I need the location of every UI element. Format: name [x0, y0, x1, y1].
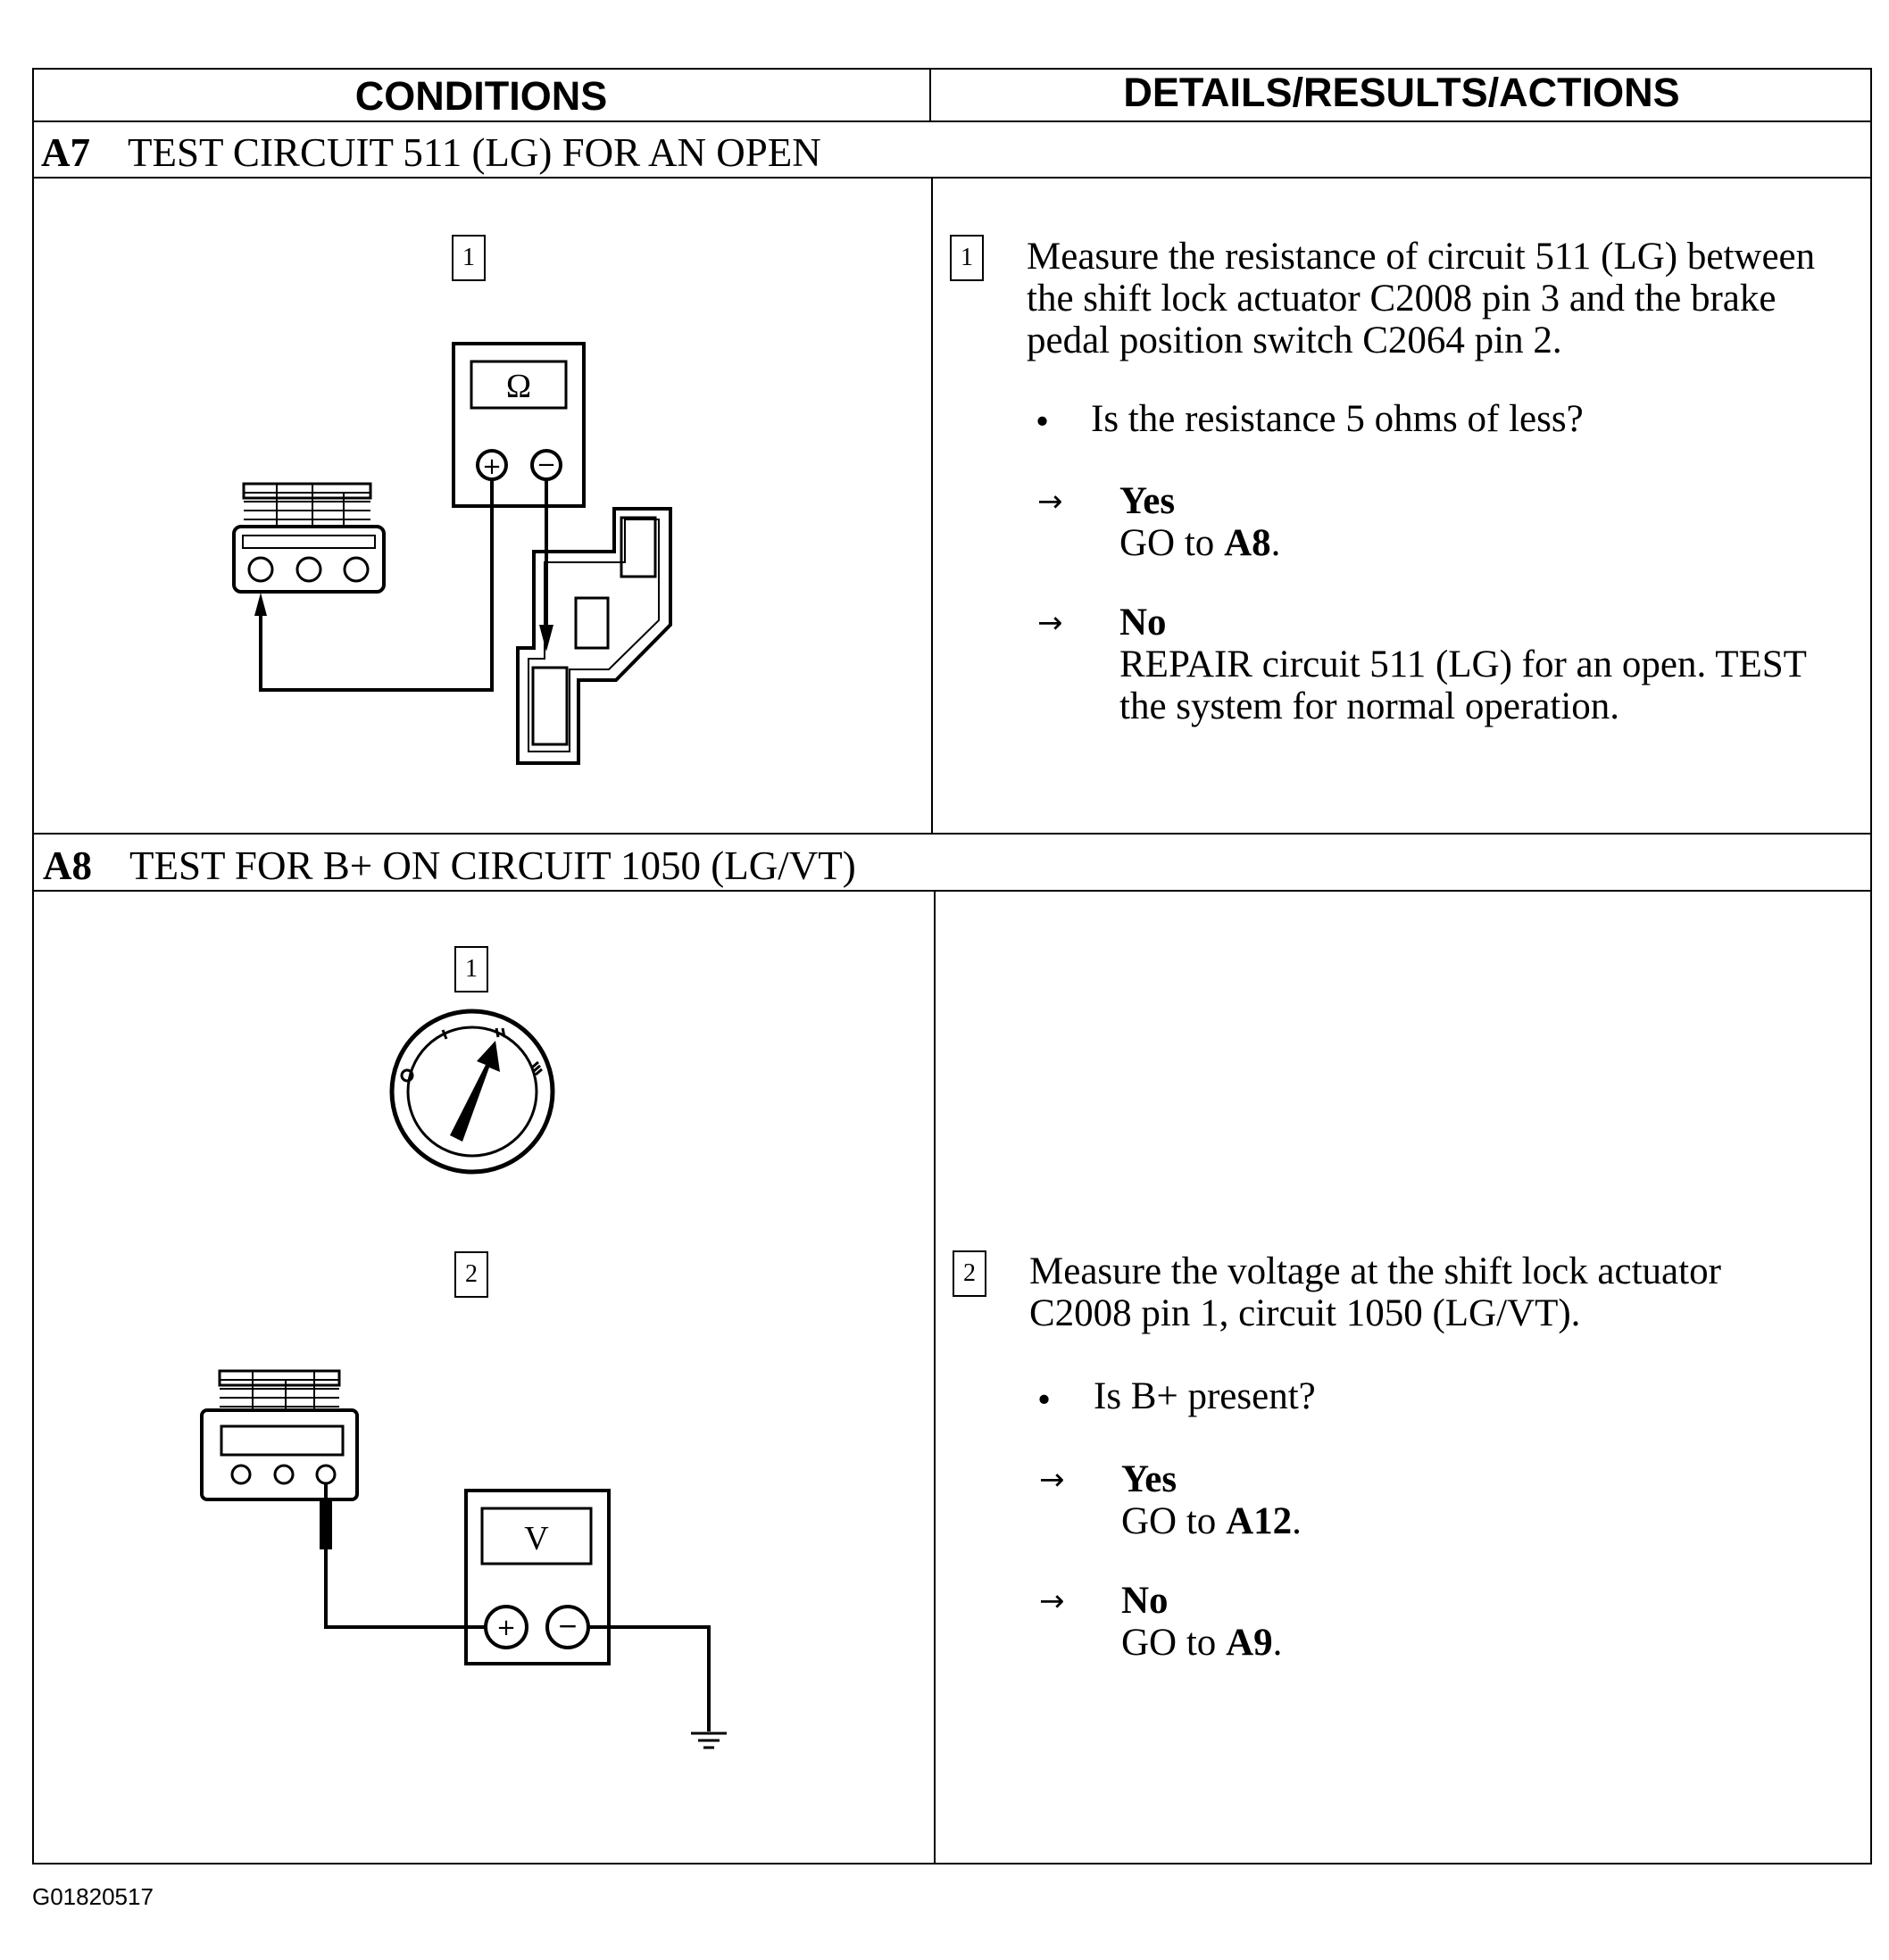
- diagnostic-table: [32, 68, 1872, 1864]
- a7-answer-yes: Yes GO to A8.: [1119, 480, 1852, 564]
- a7-bottom-rule: [32, 833, 1872, 835]
- svg-text:−: −: [557, 1611, 578, 1640]
- arrow-icon: →: [1037, 484, 1063, 519]
- header-bottom-rule: [32, 120, 1872, 122]
- a8-question: Is B+ present?: [1094, 1375, 1316, 1417]
- a7-answer-no: No REPAIR circuit 511 (LG) for an open. …: [1119, 602, 1852, 727]
- a8-answer-no: No GO to A9.: [1121, 1580, 1835, 1664]
- a7-step-1-box-right: 1: [950, 235, 984, 281]
- a8-title-bottom-rule: [32, 890, 1872, 892]
- answer-label: No: [1121, 1580, 1169, 1622]
- a8-answer-yes: Yes GO to A12.: [1121, 1458, 1835, 1542]
- section-id: A7: [41, 130, 90, 175]
- answer-action: REPAIR circuit 511 (LG) for an open. TES…: [1119, 644, 1807, 727]
- a7-step-1-instruction: Measure the resistance of circuit 511 (L…: [1027, 236, 1816, 361]
- a7-step-1-box-left: 1: [452, 235, 486, 281]
- section-title: TEST CIRCUIT 511 (LG) FOR AN OPEN: [128, 130, 821, 175]
- answer-action: GO to: [1121, 1622, 1227, 1664]
- details-header: DETAILS/RESULTS/ACTIONS: [1123, 70, 1680, 115]
- section-title-a7: A7 TEST CIRCUIT 511 (LG) FOR AN OPEN: [41, 129, 821, 176]
- conditions-header: CONDITIONS: [354, 73, 608, 119]
- bullet-icon: •: [1036, 401, 1050, 443]
- section-title-a8: A8 TEST FOR B+ ON CIRCUIT 1050 (LG/VT): [43, 843, 856, 889]
- a7-title-bottom-rule: [32, 177, 1872, 179]
- a8-step-1-box-left: 1: [454, 946, 488, 992]
- meter-symbol-volt: V: [524, 1520, 549, 1557]
- figure-code: G01820517: [32, 1883, 154, 1910]
- a7-question: Is the resistance 5 ohms of less?: [1091, 398, 1584, 440]
- a8-step-2-box-left: 2: [454, 1251, 488, 1298]
- answer-action: GO to: [1119, 522, 1225, 564]
- answer-target: A9: [1226, 1622, 1273, 1664]
- answer-label: Yes: [1119, 480, 1176, 522]
- answer-target: A8: [1224, 522, 1271, 564]
- answer-label: No: [1119, 602, 1167, 644]
- bullet-icon: •: [1037, 1379, 1052, 1421]
- a8-step-2-instruction: Measure the voltage at the shift lock ac…: [1029, 1250, 1721, 1334]
- column-divider-header: [929, 68, 931, 121]
- answer-label: Yes: [1121, 1458, 1178, 1500]
- section-id: A8: [43, 843, 92, 888]
- svg-text:+: +: [496, 1615, 516, 1641]
- svg-text:+: +: [482, 453, 502, 480]
- column-divider-a7: [931, 177, 933, 834]
- column-divider-a8: [934, 890, 936, 1864]
- answer-target: A12: [1226, 1500, 1293, 1542]
- arrow-icon: →: [1039, 1583, 1065, 1619]
- arrow-icon: →: [1037, 605, 1063, 641]
- svg-text:−: −: [537, 452, 556, 478]
- a8-step-2-box-right: 2: [953, 1250, 986, 1297]
- section-title: TEST FOR B+ ON CIRCUIT 1050 (LG/VT): [129, 843, 856, 888]
- meter-symbol-ohm: Ω: [506, 368, 531, 405]
- arrow-icon: →: [1039, 1462, 1065, 1498]
- answer-action: GO to: [1121, 1500, 1227, 1542]
